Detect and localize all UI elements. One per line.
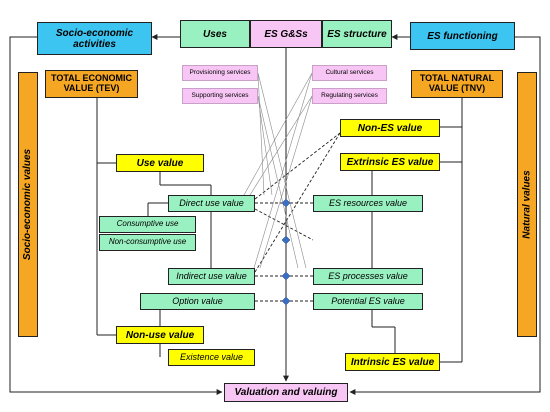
supporting-services-label: Supporting services xyxy=(191,92,249,100)
cultural-services-box: Cultural services xyxy=(312,65,387,81)
socio-economic-activities-box: Socio-economic activities xyxy=(37,22,152,55)
tnv-label: TOTAL NATURAL VALUE (TNV) xyxy=(419,73,495,93)
extrinsic-es-value-box: Extrinsic ES value xyxy=(340,153,440,171)
uses-box: Uses xyxy=(180,20,250,48)
natural-values-label: Natural values xyxy=(521,170,533,239)
es-processes-value-label: ES processes value xyxy=(328,270,408,281)
es-structure-label: ES structure xyxy=(327,28,387,40)
intrinsic-es-value-label: Intrinsic ES value xyxy=(350,356,435,368)
non-es-value-box: Non-ES value xyxy=(340,119,440,137)
provisioning-services-box: Provisioning services xyxy=(182,65,258,81)
socio-economic-values-bar: Socio-economic values xyxy=(18,72,38,337)
non-es-value-label: Non-ES value xyxy=(357,122,423,134)
direct-use-value-box: Direct use value xyxy=(168,195,255,212)
provisioning-services-label: Provisioning services xyxy=(189,69,251,77)
es-resources-value-box: ES resources value xyxy=(313,195,423,212)
valuation-and-valuing-label: Valuation and valuing xyxy=(234,387,338,398)
indirect-use-value-box: Indirect use value xyxy=(168,268,255,285)
tnv-box: TOTAL NATURAL VALUE (TNV) xyxy=(411,70,503,98)
consumptive-use-label: Consumptive use xyxy=(116,219,179,229)
intrinsic-es-value-box: Intrinsic ES value xyxy=(345,353,440,371)
valuation-and-valuing-box: Valuation and valuing xyxy=(224,383,348,402)
es-functioning-label: ES functioning xyxy=(427,30,498,42)
es-functioning-box: ES functioning xyxy=(410,22,515,50)
potential-es-value-box: Potential ES value xyxy=(313,293,423,310)
non-consumptive-use-box: Non-consumptive use xyxy=(99,234,196,251)
extrinsic-es-value-label: Extrinsic ES value xyxy=(346,156,434,168)
consumptive-use-box: Consumptive use xyxy=(99,216,196,233)
supporting-services-box: Supporting services xyxy=(182,88,258,104)
tev-label: TOTAL ECONOMIC VALUE (TEV) xyxy=(51,73,132,93)
indirect-use-value-label: Indirect use value xyxy=(176,270,247,281)
existence-value-box: Existence value xyxy=(168,349,255,366)
option-value-label: Option value xyxy=(172,295,223,306)
socio-economic-activities-label: Socio-economic activities xyxy=(55,27,134,50)
socio-economic-values-label: Socio-economic values xyxy=(22,148,34,261)
option-value-box: Option value xyxy=(140,293,255,310)
es-structure-box: ES structure xyxy=(322,20,392,48)
non-consumptive-use-label: Non-consumptive use xyxy=(108,237,187,247)
uses-label: Uses xyxy=(203,28,227,40)
regulating-services-box: Regulating services xyxy=(312,88,387,104)
es-processes-value-box: ES processes value xyxy=(313,268,423,285)
non-use-value-box: Non-use value xyxy=(116,326,204,344)
use-value-box: Use value xyxy=(116,154,204,172)
non-use-value-label: Non-use value xyxy=(125,329,195,341)
es-gss-box: ES G&Ss xyxy=(250,20,322,48)
use-value-label: Use value xyxy=(136,157,184,169)
regulating-services-label: Regulating services xyxy=(321,92,378,100)
es-gss-label: ES G&Ss xyxy=(264,28,308,40)
existence-value-label: Existence value xyxy=(179,351,244,362)
natural-values-bar: Natural values xyxy=(517,72,537,337)
tev-box: TOTAL ECONOMIC VALUE (TEV) xyxy=(45,70,138,98)
es-resources-value-label: ES resources value xyxy=(328,197,408,208)
potential-es-value-label: Potential ES value xyxy=(331,295,405,306)
direct-use-value-label: Direct use value xyxy=(179,197,244,208)
cultural-services-label: Cultural services xyxy=(325,69,374,77)
